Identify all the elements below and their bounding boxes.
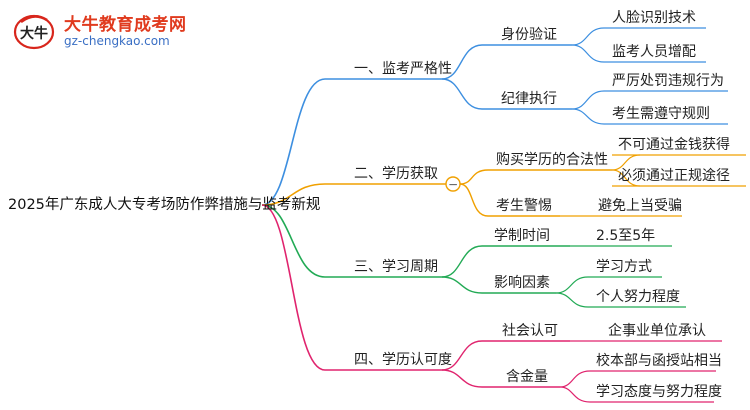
connector-b1-c2-l2 [571,108,605,125]
sub-node-1-1[interactable]: 身份验证 [501,27,557,43]
branch-node-1[interactable]: 一、监考严格性 [354,61,452,77]
connector-b4-c2-l2 [559,386,591,403]
leaf-node-2-1-2[interactable]: 必须通过正规途径 [618,168,730,184]
connector-b3-c2 [441,276,483,294]
site-logo[interactable]: 大牛 大牛教育成考网 gz-chengkao.com [12,8,212,52]
connector-b4-c2 [441,369,483,388]
sub-node-4-1[interactable]: 社会认可 [502,323,558,339]
connector-b3-c1 [441,245,483,278]
root-node[interactable]: 2025年广东成人大专考场防作弊措施与监考新规 [8,197,321,213]
leaf-node-1-2-2[interactable]: 考生需遵守规则 [612,106,710,122]
branch-node-3[interactable]: 三、学习周期 [354,259,438,275]
connector-b2-c2 [459,183,489,217]
leaf-node-3-1-1[interactable]: 2.5至5年 [596,228,656,244]
sub-node-3-1[interactable]: 学制时间 [494,228,550,244]
collapse-toggle-icon[interactable]: − [445,176,461,192]
leaf-node-1-2-1[interactable]: 严厉处罚违规行为 [612,73,724,89]
logo-mark-icon: 大牛 [13,14,55,50]
connector-b1-c1-l1 [571,27,605,46]
leaf-node-3-2-1[interactable]: 学习方式 [596,259,652,275]
sub-node-1-2[interactable]: 纪律执行 [501,91,557,107]
connector-b4-c2-l1 [559,370,591,388]
connector-root-b2 [261,183,326,206]
connector-b4-c1 [441,340,483,371]
connector-b3-c2-l1 [555,276,589,294]
connector-b1-c2 [441,78,483,110]
connector-b2-c1 [459,169,489,185]
leaf-node-1-1-2[interactable]: 监考人员增配 [612,44,696,60]
sub-node-4-2[interactable]: 含金量 [506,369,548,385]
logo-url: gz-chengkao.com [64,34,170,48]
connector-b1-c1-l2 [571,44,605,63]
connector-b1-c2-l1 [571,90,605,110]
sub-node-2-1[interactable]: 购买学历的合法性 [496,152,608,168]
connector-root-b3 [261,204,326,278]
sub-node-2-2[interactable]: 考生警惕 [496,198,552,214]
svg-text:−: − [448,178,458,192]
sub-node-3-2[interactable]: 影响因素 [494,275,550,291]
connector-b3-c2-l2 [555,292,589,308]
leaf-node-4-2-2[interactable]: 学习态度与努力程度 [596,384,722,400]
leaf-node-4-2-1[interactable]: 校本部与函授站相当 [596,353,722,369]
logo-mark-text: 大牛 [20,25,48,42]
leaf-node-3-2-2[interactable]: 个人努力程度 [596,289,680,305]
branch-node-2[interactable]: 二、学历获取 [354,166,438,182]
connector-root-b1 [261,78,326,206]
leaf-node-1-1-1[interactable]: 人脸识别技术 [612,10,696,26]
branch-node-4[interactable]: 四、学历认可度 [354,352,452,368]
leaf-node-4-1-1[interactable]: 企事业单位承认 [608,323,706,339]
leaf-node-2-1-1[interactable]: 不可通过金钱获得 [618,137,730,153]
connector-root-b4 [261,204,326,371]
leaf-node-2-2-1[interactable]: 避免上当受骗 [598,198,682,214]
logo-title: 大牛教育成考网 [64,15,187,35]
connector-b1-c1 [441,44,483,80]
